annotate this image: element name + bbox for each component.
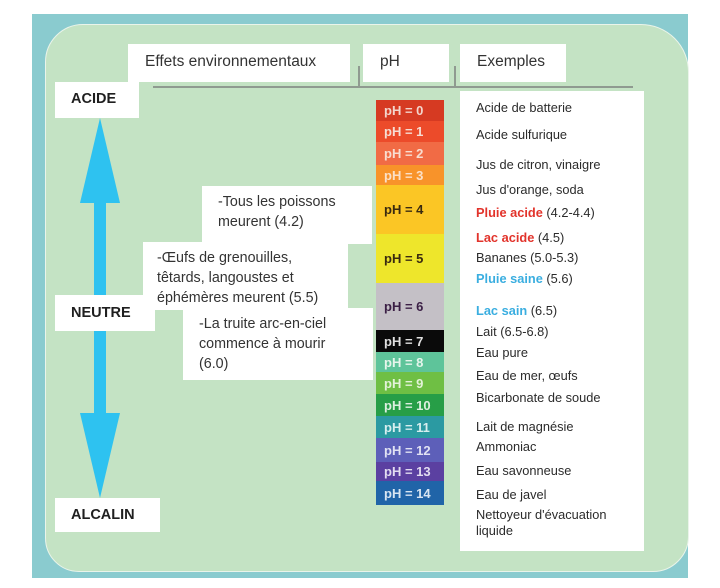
example-highlight: Lac acide (476, 230, 535, 245)
column-separator (358, 66, 360, 86)
effect-line: (6.0) (199, 356, 229, 372)
header-examples: Exemples (460, 44, 566, 82)
example-item: Nettoyeur d'évacuation liquide (476, 507, 607, 538)
ph-cell: pH = 4 (376, 185, 444, 234)
ph-cell: pH = 5 (376, 234, 444, 283)
effect-line: têtards, langoustes et (157, 270, 294, 286)
example-item: Jus de citron, vinaigre (476, 157, 601, 172)
effect-line: commence à mourir (199, 336, 326, 352)
ph-cell: pH = 12 (376, 438, 444, 462)
ph-cell: pH = 1 (376, 121, 444, 142)
example-item: Bicarbonate de soude (476, 390, 601, 405)
effect-box-fish: -Tous les poissons meurent (4.2) (202, 186, 372, 244)
example-item: Eau pure (476, 345, 528, 360)
example-value: (6.5) (527, 303, 558, 318)
effect-line: -Tous les poissons (218, 194, 336, 210)
ph-cell: pH = 0 (376, 100, 444, 121)
example-item: Ammoniac (476, 439, 537, 454)
header-divider (153, 86, 633, 88)
example-highlight: Pluie saine (476, 271, 543, 286)
example-item: Eau de javel (476, 487, 547, 502)
ph-cell: pH = 13 (376, 462, 444, 481)
example-item: Lac sain (6.5) (476, 303, 557, 319)
example-item: Acide de batterie (476, 100, 573, 115)
example-item: Pluie acide (4.2-4.4) (476, 205, 595, 221)
label-neutre: NEUTRE (55, 295, 155, 331)
example-item: Bananes (5.0-5.3) (476, 250, 579, 265)
example-value: (4.5) (534, 230, 565, 245)
effect-line: -Œufs de grenouilles, (157, 250, 293, 266)
ph-cell: pH = 9 (376, 372, 444, 394)
ph-cell: pH = 10 (376, 394, 444, 416)
effect-box-trout: -La truite arc-en-ciel commence à mourir… (183, 308, 373, 380)
example-item: Jus d'orange, soda (476, 182, 584, 197)
example-value: (5.6) (542, 271, 573, 286)
effect-box-eggs: -Œufs de grenouilles, têtards, langouste… (143, 242, 348, 310)
header-ph: pH (363, 44, 449, 82)
examples-panel (460, 91, 644, 551)
example-item: Acide sulfurique (476, 127, 568, 142)
effect-line: meurent (4.2) (218, 214, 304, 230)
example-item: Lac acide (4.5) (476, 230, 564, 246)
ph-cell: pH = 14 (376, 481, 444, 505)
example-item: Eau de mer, œufs (476, 368, 578, 383)
label-acide: ACIDE (55, 82, 139, 118)
example-item: Lait de magnésie (476, 419, 574, 434)
ph-cell: pH = 11 (376, 416, 444, 438)
example-item: Lait (6.5-6.8) (476, 324, 549, 339)
ph-cell: pH = 6 (376, 283, 444, 330)
ph-cell: pH = 3 (376, 165, 444, 185)
ph-cell: pH = 2 (376, 142, 444, 165)
ph-cell: pH = 7 (376, 330, 444, 352)
ph-cell: pH = 8 (376, 352, 444, 372)
example-highlight: Lac sain (476, 303, 528, 318)
column-separator (454, 66, 456, 86)
example-highlight: Pluie acide (476, 205, 543, 220)
example-item: Eau savonneuse (476, 463, 572, 478)
effect-line: -La truite arc-en-ciel (199, 316, 327, 332)
header-effects: Effets environnementaux (128, 44, 350, 82)
example-item: Pluie saine (5.6) (476, 271, 573, 287)
example-value: (4.2-4.4) (542, 205, 595, 220)
label-alcalin: ALCALIN (55, 498, 160, 532)
effect-line: éphémères meurent (5.5) (157, 290, 319, 306)
